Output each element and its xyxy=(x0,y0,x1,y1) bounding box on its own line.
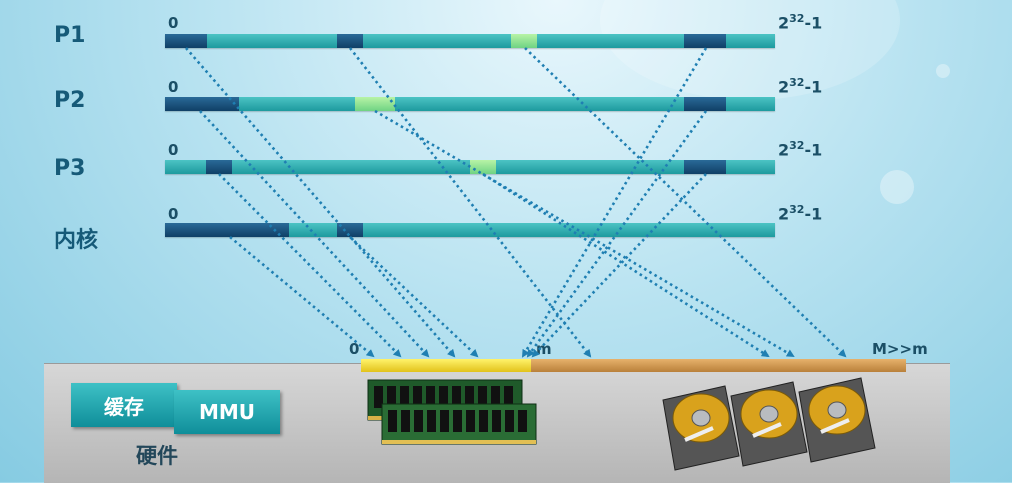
mapping-arrow xyxy=(185,47,456,358)
decor-bubble xyxy=(880,170,914,204)
process-label-p2: P2 xyxy=(54,88,86,113)
page-segment xyxy=(684,34,726,48)
mapping-arrow xyxy=(526,110,708,358)
disk-segment xyxy=(531,359,906,372)
page-segment xyxy=(470,160,496,174)
address-space-bar-p1 xyxy=(165,34,775,48)
address-space-bar-p2 xyxy=(165,97,775,111)
mapping-arrow xyxy=(199,110,430,358)
address-end-p2: 232-1 xyxy=(778,76,823,97)
process-label-p3: P3 xyxy=(54,156,86,181)
mapping-arrow xyxy=(348,47,592,358)
address-start-p3: 0 xyxy=(168,141,179,159)
address-start-p2: 0 xyxy=(168,78,179,96)
address-end-p1: 232-1 xyxy=(778,12,823,33)
page-segment xyxy=(337,34,363,48)
hardware-label: 硬件 xyxy=(136,444,178,468)
address-end-p3: 232-1 xyxy=(778,139,823,160)
mapping-arrow xyxy=(374,109,795,358)
address-space-bar-kernel xyxy=(165,223,775,237)
address-end-kernel: 232-1 xyxy=(778,203,823,224)
address-start-kernel: 0 xyxy=(168,205,179,223)
mapping-arrow xyxy=(482,172,770,358)
page-segment xyxy=(684,97,726,111)
mapping-arrow xyxy=(349,236,479,358)
memory-end-label: M>>m xyxy=(872,340,928,358)
mapping-arrow xyxy=(521,47,708,358)
page-segment xyxy=(206,160,232,174)
ram-module-icon xyxy=(367,379,537,445)
process-label-kernel: 内核 xyxy=(54,228,99,253)
mapping-arrow xyxy=(229,236,375,358)
mapping-arrow xyxy=(218,173,402,358)
memory-start-label: 0 xyxy=(349,340,360,358)
page-segment xyxy=(165,223,289,237)
mapping-arrow xyxy=(531,173,707,358)
page-segment xyxy=(165,34,207,48)
decor-bubble xyxy=(936,64,950,78)
mapping-arrow xyxy=(524,47,847,358)
page-segment xyxy=(684,160,726,174)
mmu-box: MMU xyxy=(174,390,280,434)
cache-box: 缓存 xyxy=(71,383,177,427)
page-segment xyxy=(511,34,537,48)
process-label-p1: P1 xyxy=(54,23,86,48)
hard-disk-icon xyxy=(662,377,876,471)
page-segment xyxy=(355,97,395,111)
page-segment xyxy=(165,97,239,111)
ram-segment xyxy=(361,359,531,372)
address-start-p1: 0 xyxy=(168,14,179,32)
page-segment xyxy=(337,223,363,237)
